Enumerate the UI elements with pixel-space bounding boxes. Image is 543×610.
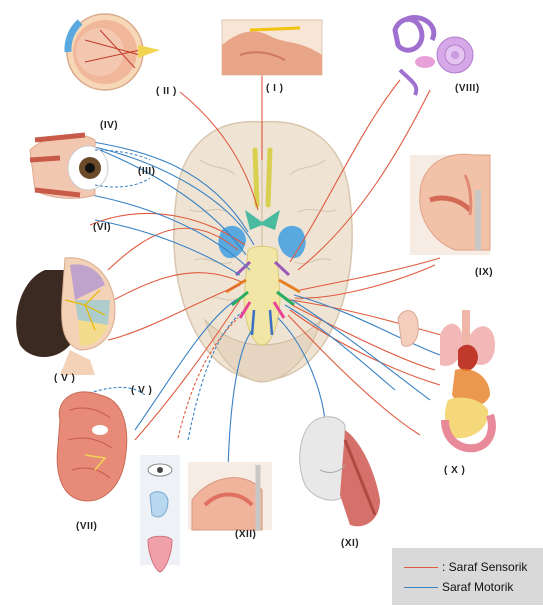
nerve-label-iii: (III) xyxy=(138,166,156,177)
tongue-cross-section-illustration xyxy=(188,462,272,530)
face-trigeminal-illustration xyxy=(16,258,115,375)
nerve-label-xi: (XI) xyxy=(341,538,359,549)
nerve-label-v-branch: ( V ) xyxy=(131,385,152,396)
facial-muscles-illustration xyxy=(57,392,127,501)
eye-muscles-illustration xyxy=(30,135,150,198)
throat-cross-section-illustration xyxy=(410,154,490,255)
nerve-label-xii: (XII) xyxy=(235,529,256,540)
sensory-organs-strip xyxy=(140,455,180,572)
nerve-label-x: ( X ) xyxy=(444,465,465,476)
nerve-label-vi: (VI) xyxy=(93,222,111,233)
eyeball-illustration xyxy=(67,14,160,90)
nerve-label-ii: ( II ) xyxy=(156,86,177,97)
sensory-swatch xyxy=(404,567,438,568)
legend-item-sensory: : Saraf Sensorik xyxy=(404,560,527,574)
neck-muscles-illustration xyxy=(300,417,380,527)
nerve-label-ix: (IX) xyxy=(475,267,493,278)
legend: : Saraf Sensorik Saraf Motorik xyxy=(392,548,543,605)
motor-swatch xyxy=(404,587,438,588)
nasal-cavity-illustration xyxy=(222,20,322,75)
legend-motor-label: Saraf Motorik xyxy=(442,580,513,594)
nerve-label-v: ( V ) xyxy=(54,373,75,384)
nerve-label-iv: (IV) xyxy=(100,120,118,131)
brain-illustration xyxy=(174,122,352,382)
nerve-label-i: ( I ) xyxy=(266,83,284,94)
legend-sensory-label: : Saraf Sensorik xyxy=(442,560,527,574)
vagus-organs-illustration xyxy=(398,310,495,448)
legend-item-motor: Saraf Motorik xyxy=(404,580,513,594)
nerve-label-vii: (VII) xyxy=(76,521,97,532)
nerve-label-viii: (VIII) xyxy=(455,83,480,94)
